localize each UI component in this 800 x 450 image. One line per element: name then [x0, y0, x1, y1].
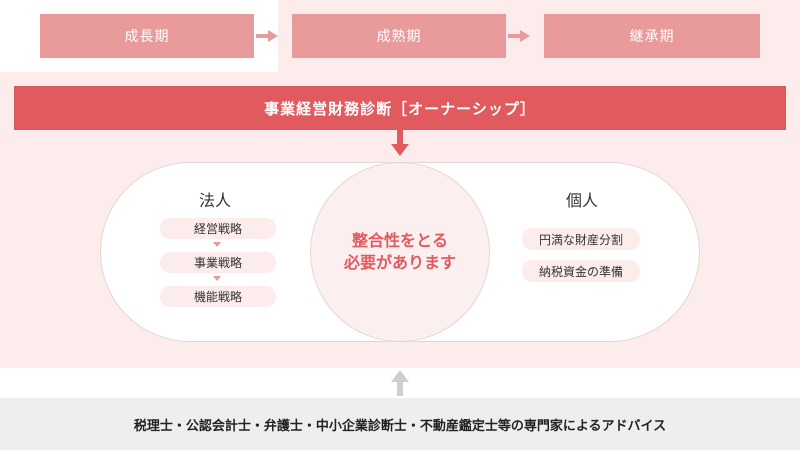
- strategy-business: 事業戦略: [160, 252, 276, 273]
- strategy-functional: 機能戦略: [160, 286, 276, 307]
- stage-arrow-2-shaft: [508, 34, 520, 38]
- advice-up-arrow-shaft: [397, 382, 403, 396]
- stage-growth: 成長期: [40, 14, 254, 58]
- stage-maturity-label: 成熟期: [376, 29, 422, 45]
- strategy-arrow-2-icon: [213, 276, 221, 281]
- individual-heading: 個人: [565, 191, 598, 210]
- center-circle: [310, 162, 490, 342]
- stage-arrow-1-icon: [268, 30, 278, 42]
- corporate-heading: 法人: [198, 191, 231, 210]
- strategy-business-label: 事業戦略: [193, 256, 242, 270]
- center-message-line1: 整合性をとる: [351, 231, 448, 250]
- advice-footer-label: 税理士・公認会計士・弁護士・中小企業診断士・不動産鑑定士等の専門家によるアドバイ…: [133, 418, 667, 434]
- stage-growth-label: 成長期: [124, 29, 170, 45]
- stage-arrow-2-icon: [520, 30, 530, 42]
- center-message: 整合性をとる 必要があります: [310, 230, 490, 274]
- stage-succession: 継承期: [544, 14, 760, 58]
- advice-up-arrow-icon: [391, 370, 409, 382]
- strategy-arrow-1-icon: [213, 242, 221, 247]
- individual-item-inheritance: 円満な財産分割: [522, 228, 640, 250]
- individual-item-tax-funds: 納税資金の準備: [522, 260, 640, 282]
- stage-maturity: 成熟期: [292, 14, 506, 58]
- strategy-management: 経営戦略: [160, 218, 276, 239]
- stage-succession-label: 継承期: [629, 29, 675, 45]
- strategy-management-label: 経営戦略: [193, 222, 242, 236]
- diagnosis-banner-label: 事業経営財務診断［オーナーシップ］: [264, 99, 536, 118]
- stage-arrow-1-shaft: [256, 34, 268, 38]
- diagnosis-banner: 事業経営財務診断［オーナーシップ］: [14, 86, 786, 130]
- advice-footer: 税理士・公認会計士・弁護士・中小企業診断士・不動産鑑定士等の専門家によるアドバイ…: [0, 398, 800, 450]
- individual-item-tax-funds-label: 納税資金の準備: [538, 264, 623, 279]
- individual-item-inheritance-label: 円満な財産分割: [538, 232, 623, 247]
- center-message-line2: 必要があります: [343, 253, 456, 272]
- strategy-functional-label: 機能戦略: [193, 290, 242, 304]
- banner-down-arrow-shaft: [397, 130, 403, 144]
- banner-down-arrow-icon: [391, 144, 409, 156]
